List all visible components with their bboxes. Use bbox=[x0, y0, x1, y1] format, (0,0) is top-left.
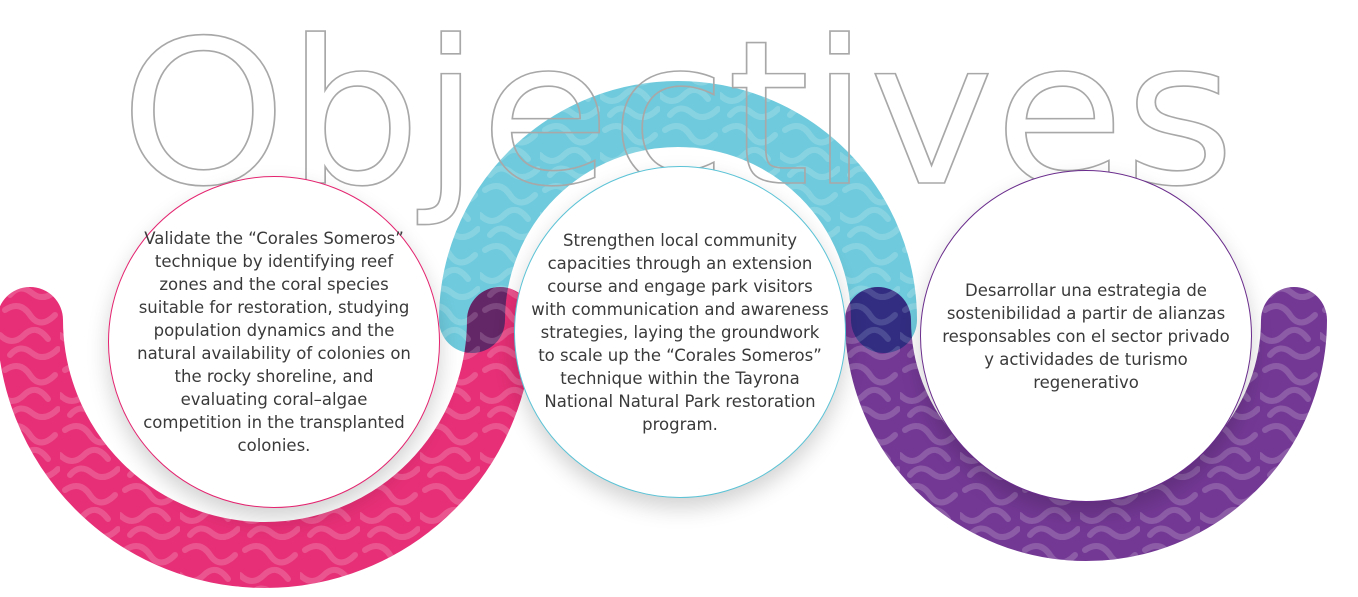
objective-text-1: Validate the “Corales Someros” technique… bbox=[137, 229, 411, 455]
pink-ring bbox=[0, 287, 533, 588]
objective-circle-1: Validate the “Corales Someros” technique… bbox=[108, 176, 440, 508]
blue-ring bbox=[439, 81, 917, 353]
objective-text-2: Strengthen local community capacities th… bbox=[531, 230, 829, 434]
objective-circle-2: Strengthen local community capacities th… bbox=[514, 166, 846, 498]
objective-text-3: Desarrollar una estrategia de sostenibil… bbox=[942, 280, 1230, 392]
objective-circle-3: Desarrollar una estrategia de sostenibil… bbox=[920, 170, 1252, 502]
purple-ring bbox=[845, 287, 1327, 561]
